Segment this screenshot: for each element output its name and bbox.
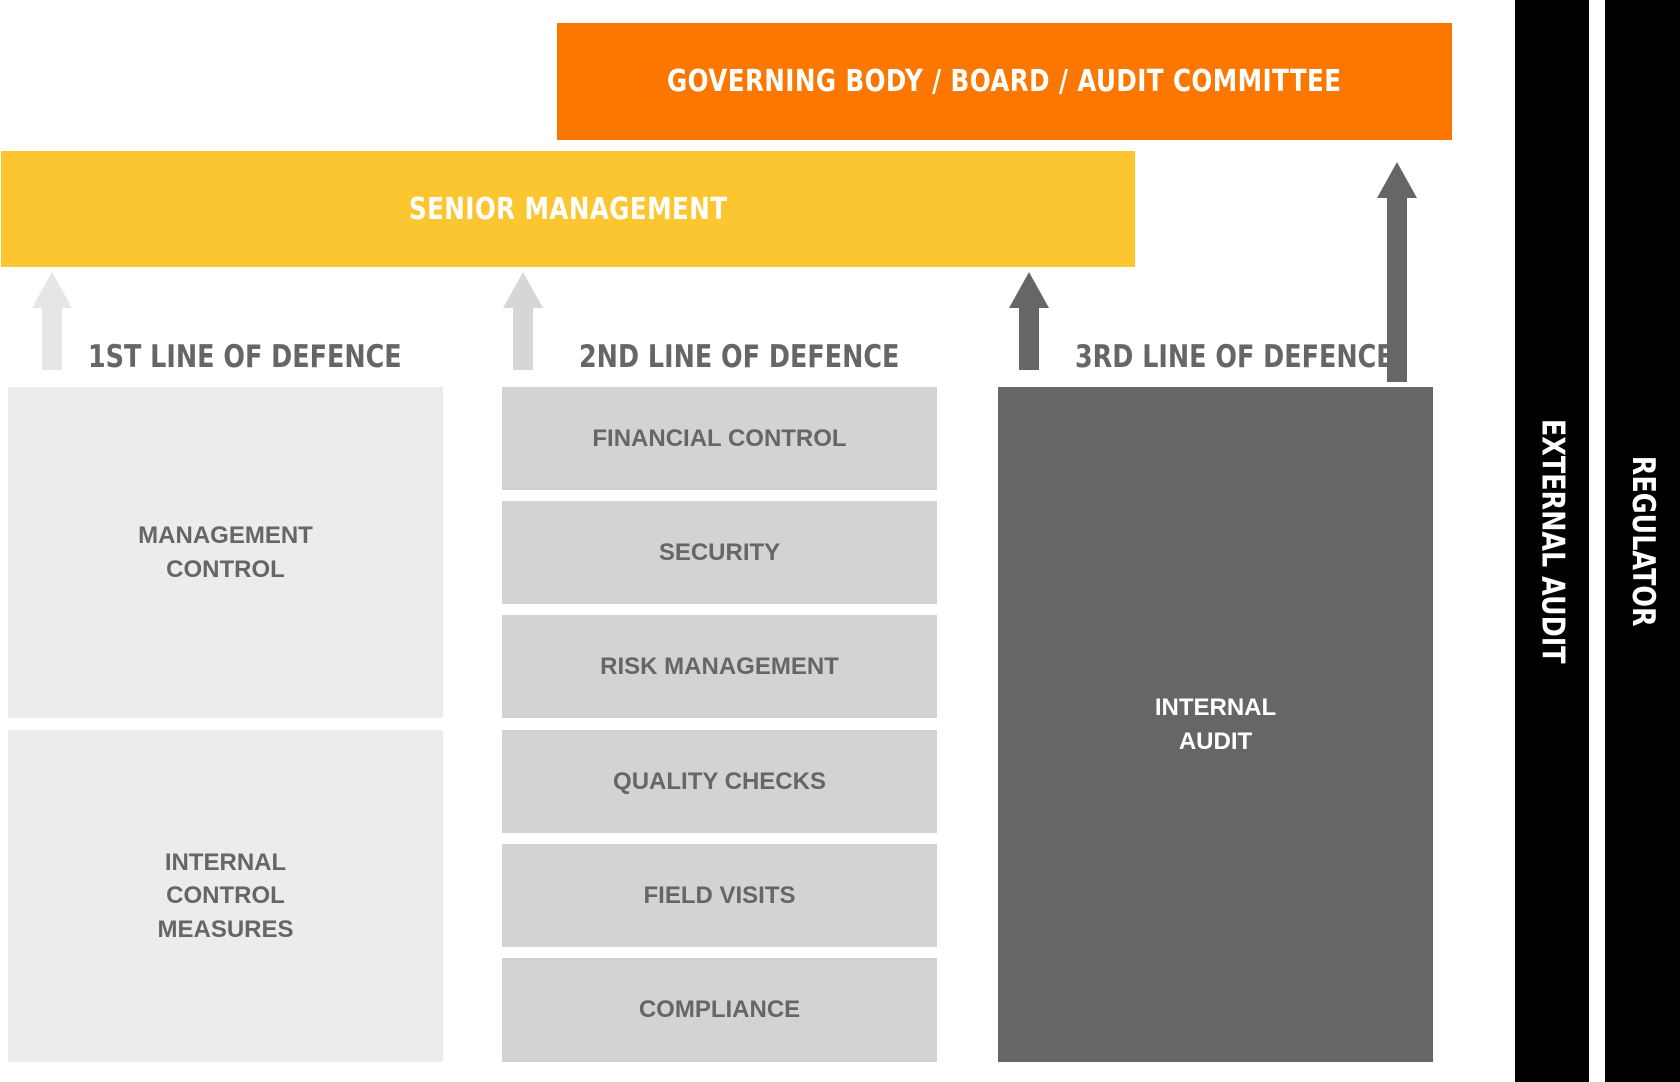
internal-audit-label: INTERNAL AUDIT <box>1154 694 1277 755</box>
compliance-cell: COMPLIANCE <box>502 958 937 1062</box>
external-audit-label: EXTERNAL AUDIT <box>1534 418 1571 664</box>
risk-management-label: RISK MANAGEMENT <box>600 652 839 680</box>
first-line-heading: 1ST LINE OF DEFENCE <box>88 339 402 375</box>
external-audit-bar: EXTERNAL AUDIT <box>1515 0 1589 1082</box>
senior-management-bar: SENIOR MANAGEMENT <box>1 151 1135 267</box>
security-cell: SECURITY <box>502 501 937 604</box>
arrow-up-icon-third-line <box>1009 272 1049 370</box>
arrow-up-icon-second-line <box>503 272 543 370</box>
senior-management-label: SENIOR MANAGEMENT <box>408 191 728 227</box>
arrow-up-icon-first-line <box>32 272 72 370</box>
arrow-up-icon-to-governing-body <box>1377 162 1417 382</box>
governing-body-bar: GOVERNING BODY / BOARD / AUDIT COMMITTEE <box>557 23 1452 140</box>
financial-control-label: FINANCIAL CONTROL <box>592 424 847 452</box>
internal-control-measures-label: INTERNAL CONTROL MEASURES <box>157 849 294 943</box>
quality-checks-label: QUALITY CHECKS <box>613 767 826 795</box>
internal-control-measures-cell: INTERNAL CONTROL MEASURES <box>8 730 443 1062</box>
quality-checks-cell: QUALITY CHECKS <box>502 730 937 833</box>
security-label: SECURITY <box>658 538 781 566</box>
management-control-label: MANAGEMENT CONTROL <box>138 522 313 583</box>
regulator-bar: REGULATOR <box>1605 0 1680 1082</box>
risk-management-cell: RISK MANAGEMENT <box>502 615 937 718</box>
internal-audit-cell: INTERNAL AUDIT <box>998 387 1433 1062</box>
compliance-label: COMPLIANCE <box>638 996 801 1024</box>
third-line-heading: 3RD LINE OF DEFENCE <box>1075 339 1394 375</box>
governing-body-label: GOVERNING BODY / BOARD / AUDIT COMMITTEE <box>667 64 1342 99</box>
regulator-label: REGULATOR <box>1625 455 1661 627</box>
management-control-cell: MANAGEMENT CONTROL <box>8 387 443 718</box>
field-visits-label: FIELD VISITS <box>643 881 796 909</box>
field-visits-cell: FIELD VISITS <box>502 844 937 947</box>
financial-control-cell: FINANCIAL CONTROL <box>502 387 937 490</box>
second-line-heading: 2ND LINE OF DEFENCE <box>579 339 900 375</box>
